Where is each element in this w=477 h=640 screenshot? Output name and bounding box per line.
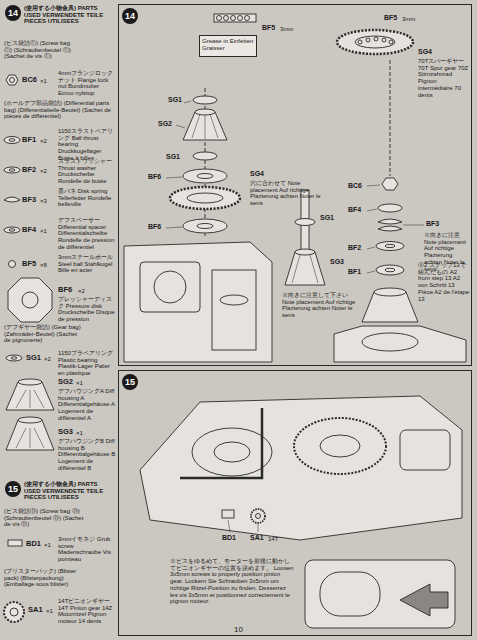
part-label: デフハウジングB Diff housing B Differentialgehä…	[58, 438, 116, 472]
part-label: ×1	[40, 78, 47, 85]
part-label: 3mm	[402, 16, 415, 23]
step-number: 15	[5, 481, 21, 497]
part-label: 1150スラストベアリング Ball thrust bearing Druckk…	[58, 128, 116, 162]
part-code: BF6	[148, 173, 161, 181]
part-label: (ビス袋詰Ⓓ) (Screw bag Ⓓ) (Schraubenbeutel Ⓓ…	[4, 508, 84, 528]
part-code: SG1	[166, 153, 180, 161]
part-code: BF6	[58, 286, 72, 294]
part-code: BF5	[384, 14, 397, 22]
part-code: BF3	[22, 196, 36, 204]
part-label: 14T	[268, 536, 278, 543]
part-code: BF2	[22, 166, 36, 174]
part-label: ×2	[44, 356, 51, 363]
part-label: デフスペーサー Differential spacer Differential…	[58, 217, 116, 251]
part-code: SG1	[320, 214, 334, 222]
part-label: (デフギヤー袋詰) (Gear bag) (Zahnräder-Beutel) …	[4, 324, 84, 344]
part-code: BF2	[348, 244, 361, 252]
part-label: (ビス袋詰Ⓒ) (Screw bag Ⓒ) (Schraubenbeutel Ⓒ…	[4, 40, 74, 60]
part-label: 3mm	[280, 26, 293, 33]
part-label: (ブリスターパック) (Blister pack) (Blisterpackun…	[4, 568, 84, 588]
step-number: 14	[122, 8, 138, 24]
part-code: SG2	[58, 378, 73, 386]
part-code: SA1	[28, 606, 43, 614]
part-code: SA1	[250, 534, 264, 542]
part-label: ×2	[40, 138, 47, 145]
part-label: スラストワッシャー Thrust washer Druckscheibe Ron…	[58, 158, 116, 185]
part-code: SG3	[58, 428, 73, 436]
part-label: ×1	[44, 542, 51, 549]
part-code: BF5	[22, 260, 36, 268]
part-label: 3mmスチールボール Steel ball Stahlkugel Bille e…	[58, 254, 116, 274]
part-code: BD1	[222, 534, 236, 542]
part-code: BD1	[26, 540, 41, 548]
part-label: ※ビスをゆるめて、モーターを前後に動かしてピニオンギヤーの位置を決めます。 Lo…	[170, 558, 294, 605]
note-text: Grease in Einfetten Graisser	[202, 38, 254, 52]
part-label: ×8	[40, 262, 47, 269]
part-code: BF6	[148, 223, 161, 231]
part-label: 3mmイモネジ Grub screw Madenschraube Vis poi…	[58, 536, 116, 563]
part-code: SG2	[158, 120, 172, 128]
part-code: BC6	[22, 76, 37, 84]
part-label: ×1	[76, 430, 83, 437]
part-label: 70Tスパーギヤー 70T Spur gear 70Z Stirnzahnrad…	[418, 58, 470, 98]
part-code: BF1	[348, 268, 361, 276]
part-label: 皿バネ Disk spring Tellerfeder Rondelle bel…	[58, 188, 116, 208]
part-code: SG4	[250, 170, 264, 178]
part-label: ×3	[40, 198, 47, 205]
part-label: Ⓐ2 ステップ13で組んだもの A2 from step 13 A2 von S…	[418, 262, 470, 302]
part-label: 4mmフランジロックナット Flange lock nut Bundmutter…	[58, 70, 116, 97]
part-code: SG4	[418, 48, 432, 56]
part-label: (ホールデフ部品袋詰) (Differential parts bag) (Di…	[4, 100, 114, 120]
part-label: ※向きに注意して下さい Note placement Auf richtige …	[282, 292, 362, 319]
parts-heading: (使用する小物金具) PARTS USED VERWENDETE TEILE P…	[24, 5, 112, 25]
part-code: BF1	[22, 136, 36, 144]
part-code: BF4	[22, 226, 36, 234]
grease-inset: Grease in Einfetten Graisser	[199, 35, 257, 57]
part-code: SG1	[26, 354, 41, 362]
part-label: ×2	[40, 168, 47, 175]
part-label: ×1	[46, 608, 53, 615]
part-code: SG1	[168, 96, 182, 104]
part-label: ×1	[40, 228, 47, 235]
step-number: 15	[122, 374, 138, 390]
part-label: 14Tピニオンギヤー 14T Pinion gear 14Z Motorritz…	[58, 598, 116, 625]
part-code: BC6	[348, 182, 362, 190]
part-label: 10	[234, 626, 243, 635]
part-label: 1150プラベアリング Plastic bearing Plastik-Lage…	[58, 350, 116, 377]
part-label: ×2	[78, 288, 85, 295]
step-number: 14	[5, 5, 21, 21]
part-label: 穴に合わせて Note placement Auf richtige Plazi…	[250, 180, 322, 207]
part-code: SG3	[330, 258, 344, 266]
part-label: ×1	[76, 380, 83, 387]
part-code: BF4	[348, 206, 361, 214]
part-code: BF3	[426, 220, 439, 228]
parts-heading: (使用する小物金具) PARTS USED VERWENDETE TEILE P…	[24, 481, 112, 501]
part-code: BF5	[262, 24, 275, 32]
part-label: プレッシャーディスク Pressure disk Druckscheibe Di…	[58, 296, 116, 323]
part-label: デフハウジングA Diff housing A Differentialgehä…	[58, 388, 116, 422]
